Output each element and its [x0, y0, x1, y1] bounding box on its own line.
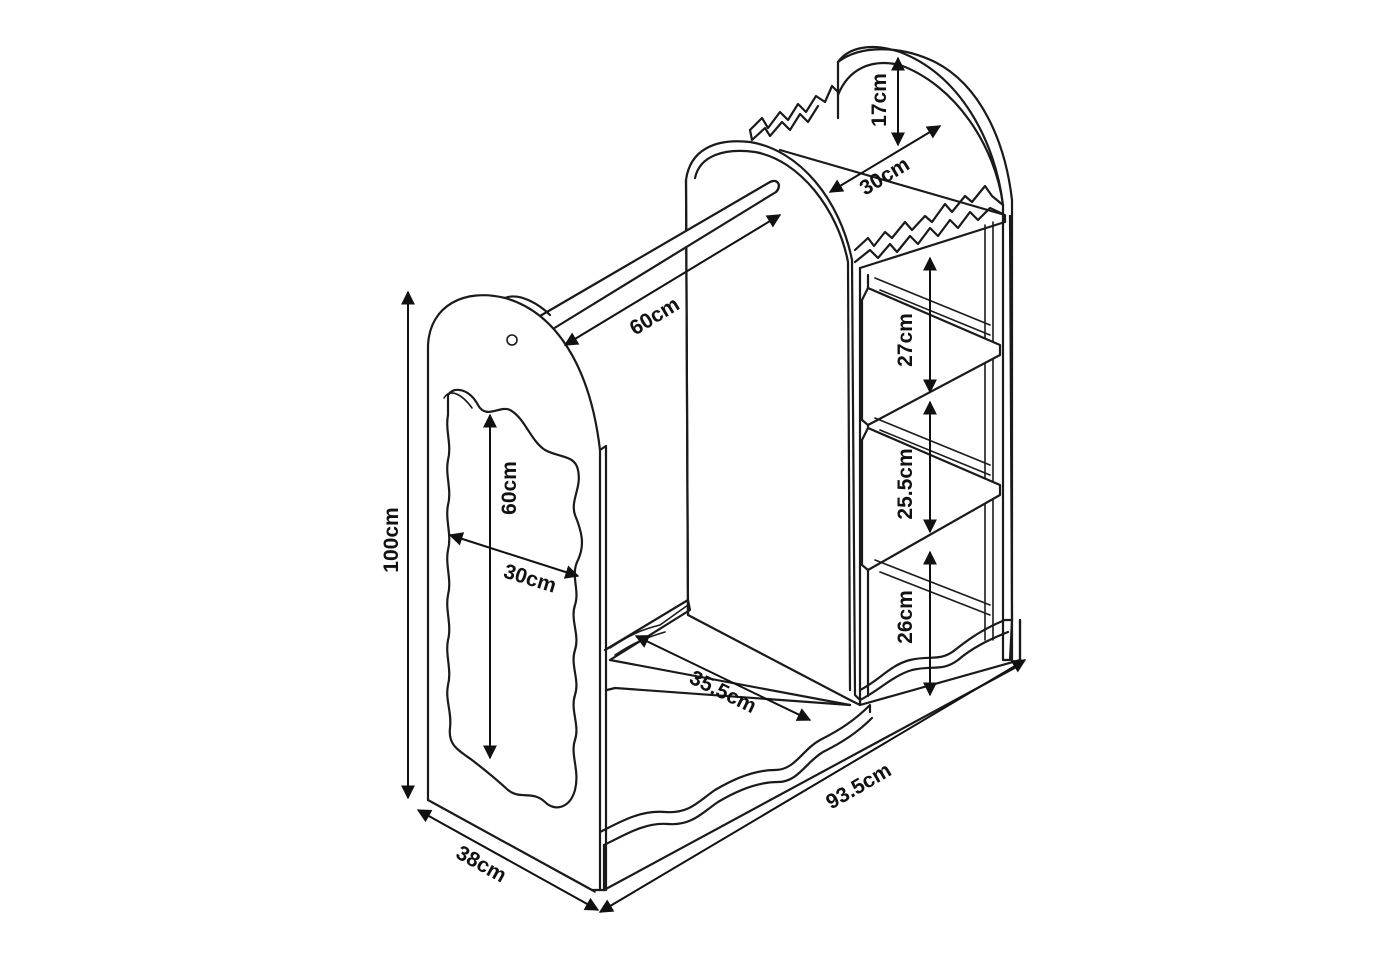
depth-dimension-line: [416, 809, 600, 911]
label-shelf-2: 25.5cm: [894, 448, 917, 519]
width-dimension-line: [598, 659, 1027, 913]
label-top-height: 17cm: [868, 73, 891, 127]
dimension-lines: [401, 56, 1027, 913]
left-panel: [426, 294, 608, 893]
mirror-width-dimension-line: [448, 532, 580, 579]
rail-dimension-line: [563, 214, 782, 346]
label-overall-height: 100cm: [380, 507, 403, 572]
label-rail-length: 60cm: [626, 293, 684, 340]
label-depth: 38cm: [452, 841, 510, 887]
panel-hole-icon: [506, 334, 518, 346]
label-shelf-3: 26cm: [894, 590, 917, 644]
label-shelf-1: 27cm: [894, 313, 917, 367]
zigzag-rail-back: [748, 84, 840, 132]
zigzag-rail-front: [853, 184, 1005, 252]
left-arch-panel: [426, 294, 602, 892]
shelf-unit-wavy-base: [858, 618, 1014, 692]
top-shelf-dimension-line: [828, 125, 942, 193]
label-mirror-height: 60cm: [498, 461, 521, 515]
label-base-depth: 35.5cm: [686, 666, 760, 718]
base-depth-dimension-line: [634, 635, 812, 721]
